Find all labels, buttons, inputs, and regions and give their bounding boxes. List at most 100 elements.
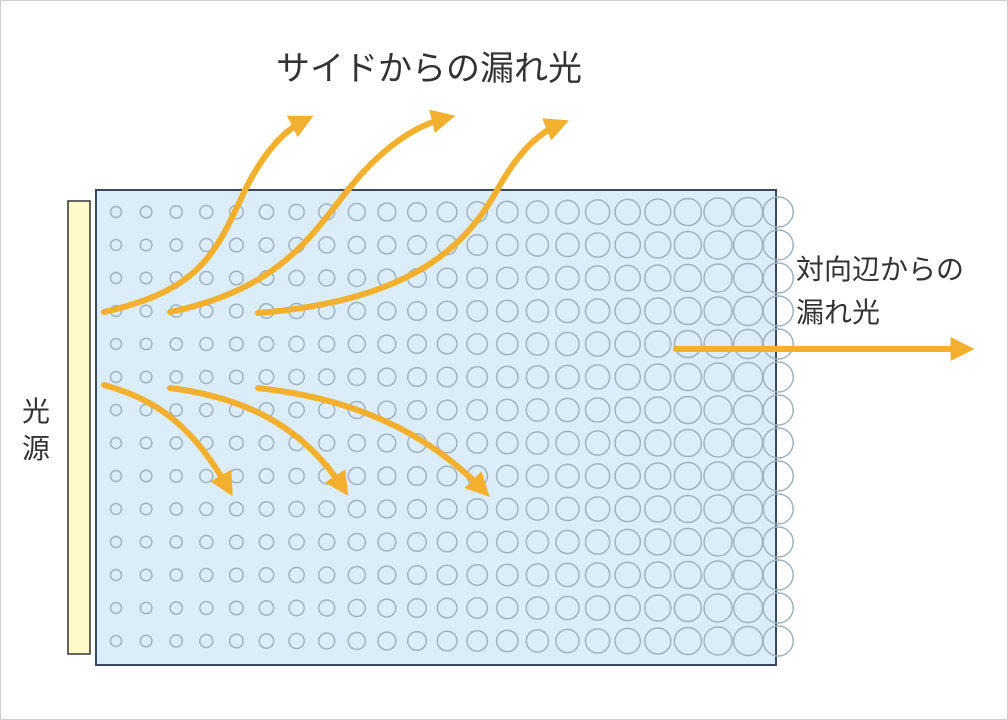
pattern-dot [644,198,672,226]
pattern-dot [466,333,489,355]
pattern-dot [614,264,642,292]
pattern-dot [614,330,642,358]
pattern-dot [555,397,580,423]
side-leak-arrow-3 [255,118,569,316]
pattern-dot [169,601,184,615]
pattern-dot [436,333,458,355]
pattern-dot [466,498,489,520]
pattern-dot [317,434,336,452]
pattern-dot [258,369,275,385]
pattern-dot [139,436,153,450]
pattern-dot [199,600,214,616]
pattern-dot [406,234,428,256]
pattern-dot [466,366,489,388]
pattern-dot [614,495,642,523]
pattern-dot [584,298,611,324]
pattern-dot [703,626,733,656]
pattern-dot [228,435,244,451]
pattern-dot [377,334,397,354]
pattern-dot [525,233,550,257]
pattern-dot [377,433,397,453]
pattern-dot [644,363,672,391]
pattern-dot [436,531,458,553]
pattern-dot [288,335,305,353]
pattern-dot [199,204,214,220]
pattern-dot [406,630,428,652]
pattern-dot [495,431,519,455]
pattern-dot [199,402,214,418]
pattern-dot [436,564,458,586]
pattern-dot [199,567,214,583]
pattern-dot [673,494,703,524]
pattern-dot [377,598,397,618]
pattern-dot [525,431,550,455]
pattern-dot [228,336,244,352]
pattern-dot [258,600,275,616]
pattern-dot [258,435,275,451]
pattern-dot [169,337,184,351]
pattern-dot [199,270,214,286]
pattern-dot [762,295,794,327]
pattern-dot [317,269,336,287]
pattern-dot [228,270,244,286]
opposite-leak-label-line2: 漏れ光 [796,296,880,329]
pattern-dot [347,235,367,255]
pattern-dot [406,531,428,553]
pattern-dot [703,494,733,524]
pattern-dot [228,567,244,583]
pattern-dot [762,493,794,525]
pattern-dot [258,468,275,484]
pattern-dot [644,528,672,556]
pattern-dot [317,632,336,650]
pattern-dot [673,593,703,623]
pattern-dot [258,237,275,253]
pattern-dot [377,532,397,552]
pattern-dot [644,594,672,622]
pattern-dot [762,460,794,492]
pattern-dot [584,397,611,423]
pattern-dot [555,496,580,522]
pattern-dot [317,599,336,617]
pattern-dot [347,466,367,486]
pattern-dot [109,205,123,219]
pattern-dot [614,528,642,556]
pattern-dot [673,395,703,425]
pattern-dot [109,634,123,648]
pattern-dot [436,366,458,388]
pattern-dot [614,396,642,424]
pattern-dot [169,370,184,384]
pattern-dot [584,496,611,522]
pattern-dot [644,231,672,259]
pattern-dot [436,597,458,619]
pattern-dot [584,529,611,555]
pattern-dot [317,368,336,386]
pattern-dot [347,268,367,288]
pattern-dot [347,499,367,519]
pattern-dot [377,367,397,387]
pattern-dot [703,395,733,425]
pattern-dot [703,329,733,359]
pattern-dot [436,630,458,652]
light-guide-panel [95,189,777,666]
pattern-dot [495,233,519,257]
pattern-dot [377,466,397,486]
pattern-dot [584,265,611,291]
pattern-dot [584,430,611,456]
pattern-dot [347,334,367,354]
pattern-dot [199,534,214,550]
pattern-dot [436,465,458,487]
pattern-dot [495,497,519,521]
pattern-dot [703,593,733,623]
pattern-dot [258,501,275,517]
pattern-dot [109,403,123,417]
pattern-dot [347,631,367,651]
pattern-dot [466,597,489,619]
pattern-dot [139,370,153,384]
pattern-dot [139,568,153,582]
pattern-dot [584,628,611,654]
pattern-dot [673,230,703,260]
pattern-dot [584,199,611,225]
pattern-dot [762,559,794,591]
pattern-dot [169,205,184,219]
pattern-dot [762,262,794,294]
